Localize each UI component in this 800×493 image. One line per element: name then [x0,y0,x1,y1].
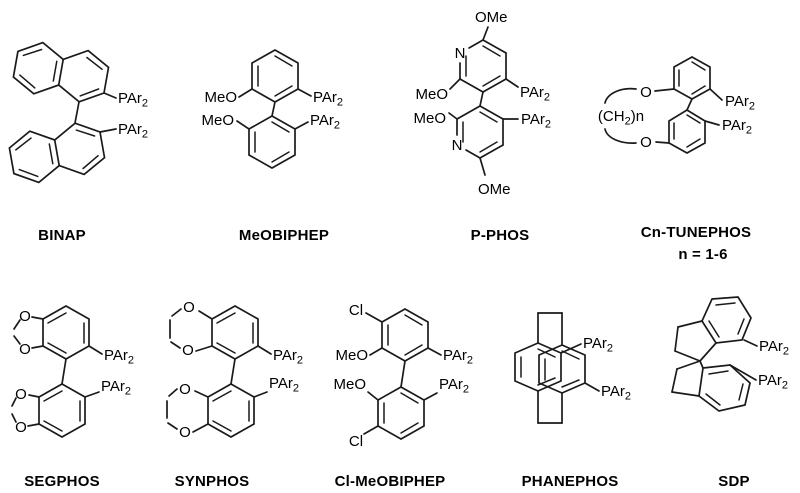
tunephos-structure: O O (CH2)n PAr2 PAr2 [598,56,755,154]
ring-nitrogen-label: N [455,45,466,62]
par2-label: PAr2 [725,93,755,113]
oxygen-label: O [15,386,27,403]
oxygen-label: O [179,424,191,441]
par2-label: PAr2 [443,347,473,367]
caption-tunephos-note: n = 1-6 [678,246,728,263]
meo-label: MeO [335,347,368,364]
par2-label: PAr2 [758,372,788,392]
cl-label: Cl [349,302,363,319]
segphos-structure: O O O O PAr2 PAr2 [11,305,134,438]
ch2n-label: (CH2)n [598,108,644,128]
par2-label: PAr2 [310,112,340,132]
meo-label: MeO [201,112,234,129]
oxygen-label: O [640,84,652,101]
caption-pphos: P-PHOS [470,227,530,244]
ome-label: OMe [478,181,511,198]
caption-sdp: SDP [718,473,750,490]
phanephos-structure: PAr2 PAr2 [514,312,631,424]
oxygen-label: O [183,299,195,316]
binap-bottom-naphthalene [8,122,106,184]
meobiphep-bonds [236,49,312,169]
sdp-bonds [671,296,758,412]
clmeobiphep-structure: Cl MeO PAr2 MeO PAr2 Cl [333,302,473,450]
caption-meobiphep: MeOBIPHEP [238,227,330,244]
oxygen-label: O [640,134,652,151]
meo-label: MeO [333,376,366,393]
ome-label: OMe [475,9,508,26]
synphos-structure: O O O O PAr2 PAr2 [166,299,303,441]
par2-label: PAr2 [118,121,148,141]
pphos-bonds [448,26,519,176]
ring-nitrogen-label: N [452,137,463,154]
sdp-structure: PAr2 PAr2 [671,296,789,412]
par2-label: PAr2 [101,378,131,398]
cl-label: Cl [349,433,363,450]
oxygen-label: O [19,308,31,325]
meo-label: MeO [413,110,446,127]
binap-bonds [74,92,117,133]
caption-synphos: SYNPHOS [174,473,250,490]
binap-top-naphthalene [12,41,110,103]
par2-label: PAr2 [583,335,613,355]
binap-structure: PAr2 PAr2 [8,41,148,184]
par2-label: PAr2 [313,89,343,109]
caption-clmeobiphep: Cl-MeOBIPHEP [334,473,446,490]
oxygen-label: O [182,342,194,359]
meo-label: MeO [415,86,448,103]
par2-label: PAr2 [269,375,299,395]
par2-label: PAr2 [439,376,469,396]
synphos-bonds [166,305,272,438]
meo-label: MeO [204,89,237,106]
par2-label: PAr2 [104,347,134,367]
par2-label: PAr2 [118,90,148,110]
par2-label: PAr2 [759,338,789,358]
par2-label: PAr2 [521,111,551,131]
caption-segphos: SEGPHOS [24,473,100,490]
oxygen-label: O [15,419,27,436]
caption-phanephos: PHANEPHOS [521,473,619,490]
tunephos-bonds [604,56,723,154]
caption-binap: BINAP [38,227,86,244]
clmeobiphep-bonds [363,308,442,440]
par2-label: PAr2 [520,84,550,104]
oxygen-label: O [179,381,191,398]
pphos-structure: OMe N MeO PAr2 MeO PAr2 N OMe [413,9,551,198]
caption-tunephos: Cn-TUNEPHOS [640,224,752,241]
par2-label: PAr2 [601,383,631,403]
phanephos-bonds [514,312,600,424]
segphos-bonds [11,305,103,438]
oxygen-label: O [19,341,31,358]
par2-label: PAr2 [273,347,303,367]
meobiphep-structure: MeO MeO PAr2 PAr2 [201,49,343,169]
par2-label: PAr2 [722,117,752,137]
